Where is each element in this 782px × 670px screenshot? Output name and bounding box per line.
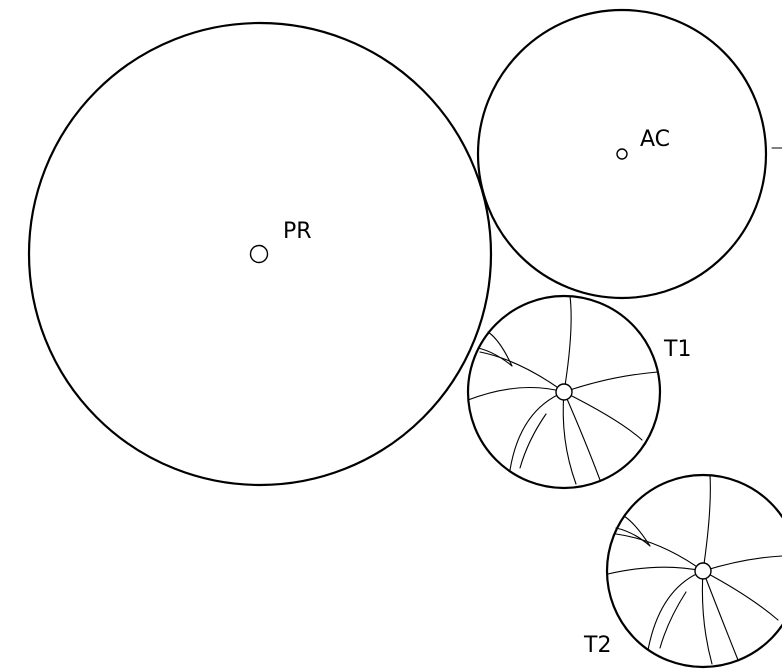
pr-center-hole (249, 244, 269, 264)
pitch-circle-t1: T1 (466, 294, 691, 490)
ac-circle-outline (476, 8, 768, 300)
ac-center-hole (616, 148, 628, 160)
pitch-circle-pr: PR (27, 21, 493, 487)
t1-label: T1 (663, 337, 691, 362)
t2-circle-outline (605, 473, 782, 669)
t1-crack-lines (467, 295, 659, 485)
pr-label: PR (283, 219, 312, 244)
t2-center-hole (694, 562, 712, 580)
t2-label: T2 (583, 633, 611, 658)
pitch-circle-ac: AC (476, 8, 782, 300)
t1-circle-outline (466, 294, 662, 490)
ac-label: AC (640, 127, 670, 152)
pr-circle-outline (27, 21, 493, 487)
pitch-circle-t2: T2 (583, 473, 782, 669)
t1-center-hole (555, 383, 573, 401)
